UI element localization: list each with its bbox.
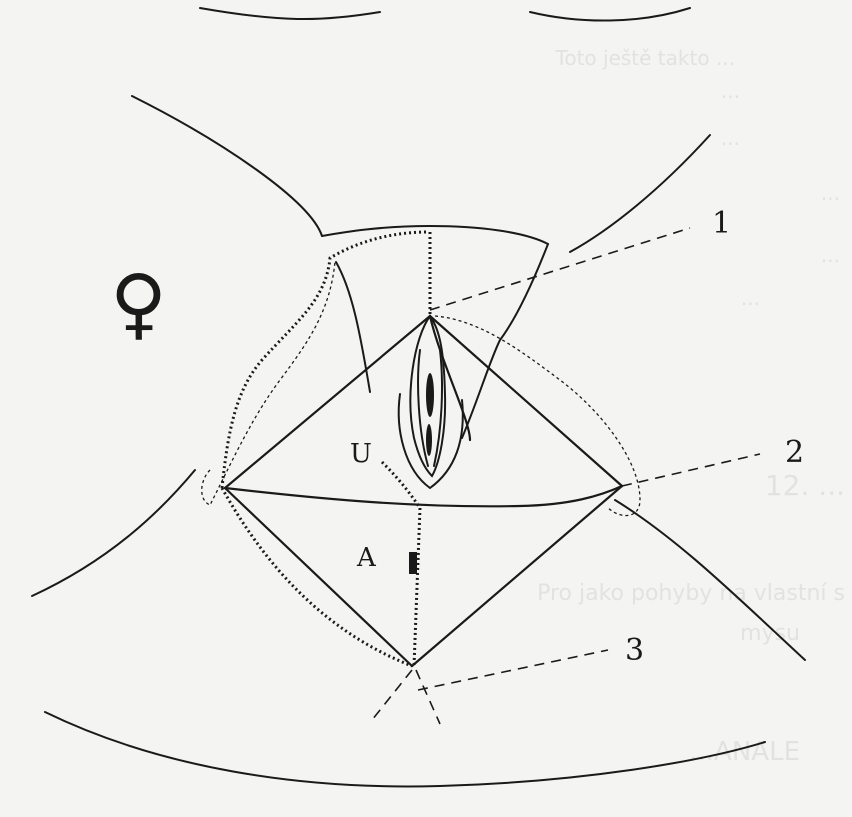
marker-bar <box>409 552 417 574</box>
incision-hatch-midline-lower <box>414 508 420 666</box>
incision-hatch-urethral <box>382 462 420 508</box>
line-left-bottom <box>225 488 412 666</box>
ghost-line-2: ... <box>721 79 740 103</box>
leader-line-2 <box>622 454 760 486</box>
label-3: 3 <box>625 633 644 668</box>
leader-line-3 <box>418 650 608 690</box>
dotted-outline-right <box>435 316 640 516</box>
top-contour-right <box>530 8 690 21</box>
leader-down-right <box>416 670 440 724</box>
inner-shading <box>426 373 434 456</box>
ghost-line-4: ... <box>821 181 840 205</box>
shading-upper <box>426 373 434 417</box>
ghost-line-5: ... <box>821 243 840 267</box>
label-2: 2 <box>785 435 804 470</box>
shading-lower <box>426 424 432 456</box>
dotted-outlines <box>202 262 640 516</box>
ghost-line-9: mysu <box>740 621 800 646</box>
incision-hatch <box>222 232 430 666</box>
mons-contour <box>322 226 548 244</box>
ghost-line-3: ... <box>721 126 740 150</box>
line-horizontal <box>225 486 622 506</box>
leader-down-left <box>372 670 412 720</box>
left-thigh-contour-lower <box>32 470 195 596</box>
label-u: U <box>350 439 372 469</box>
ghost-line-10: ...ANALE <box>689 737 800 767</box>
ghost-line-7: 12. ... <box>765 469 845 502</box>
incision-hatch-left-upper <box>222 232 428 488</box>
left-labium-major <box>336 262 370 392</box>
line-right-bottom <box>412 486 622 666</box>
top-contour-left <box>200 8 380 19</box>
construction-lines <box>225 316 622 666</box>
left-thigh-contour-upper <box>132 96 322 236</box>
buttock-contour <box>45 712 765 786</box>
ghost-line-8: Pro jako pohyby na vlastní s <box>537 581 845 606</box>
dotted-outline-left <box>202 262 335 505</box>
leader-line-1 <box>430 228 690 310</box>
label-a: A <box>356 543 377 573</box>
right-thigh-contour-upper <box>570 135 710 252</box>
label-1: 1 <box>712 206 731 241</box>
ghost-line-1: Toto ještě takto ... <box>555 46 735 70</box>
female-symbol-icon: ♀ <box>110 258 167 349</box>
ghost-line-6: ... <box>741 286 760 310</box>
